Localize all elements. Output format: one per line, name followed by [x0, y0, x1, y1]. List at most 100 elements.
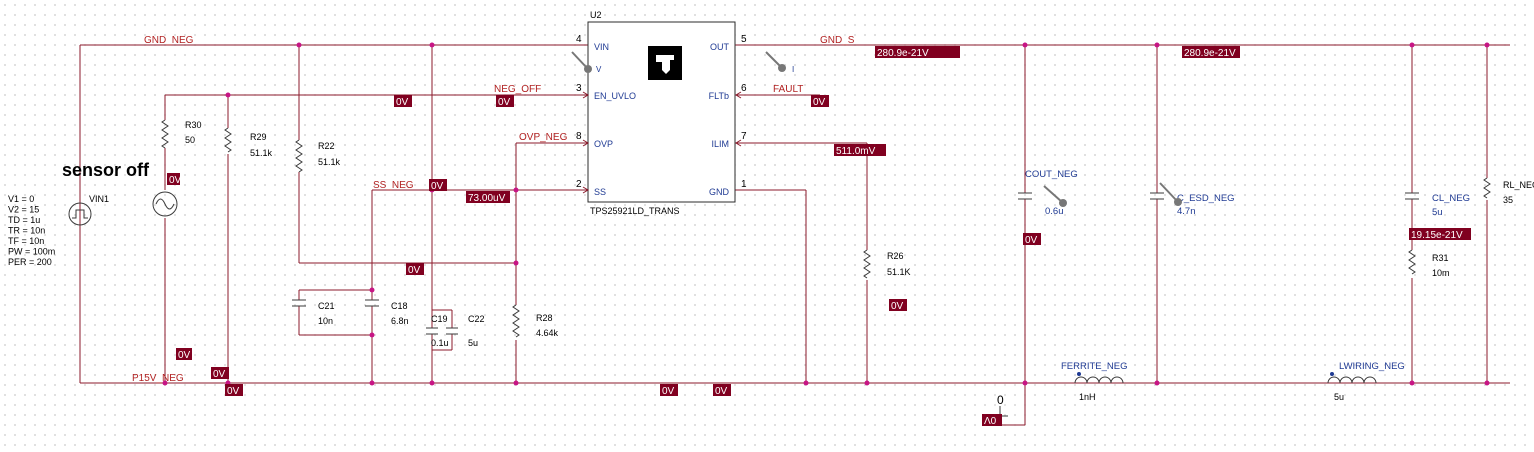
junction [429, 380, 435, 386]
r22-ref: R22 [318, 141, 335, 151]
probe-bottom-a[interactable]: 0V [713, 384, 731, 397]
junction [1484, 380, 1490, 386]
probe-value: 0V [715, 386, 728, 397]
rl-value: 35 [1503, 195, 1513, 205]
inductors[interactable] [1074, 372, 1377, 384]
junction [513, 260, 519, 266]
probe-box [875, 46, 960, 58]
probe-ilim[interactable]: 511.0mV [834, 144, 886, 157]
ferrite-dot [1077, 372, 1081, 376]
probe-value: 19.15e-21V [1411, 230, 1463, 241]
markers[interactable]: V I [571, 51, 1182, 207]
pin-ss-arrow [582, 186, 589, 194]
probe-bottom-a[interactable]: 0V [225, 384, 243, 397]
probe-mid[interactable]: 0V [406, 263, 424, 276]
r30-symbol [161, 119, 169, 149]
ic-u2[interactable]: U2 TPS25921LD_TRANS VIN EN_UVLO OVP SS O… [576, 10, 747, 216]
junction [864, 380, 870, 386]
probe-neg-off[interactable]: 0V [496, 95, 514, 108]
net-ss-neg: SS_NEG [373, 180, 414, 191]
wires [79, 44, 1510, 426]
cout-ref: COUT_NEG [1025, 169, 1078, 180]
probe-value: 0V [431, 181, 444, 192]
rl-ref: RL_NEG [1503, 180, 1534, 190]
probe-box [1409, 228, 1471, 240]
r22-symbol [295, 139, 303, 173]
pin-ilim-arrow [735, 139, 742, 147]
pin-vin-num: 4 [576, 34, 582, 45]
r31-symbol [1408, 249, 1416, 275]
probe-box [1023, 233, 1041, 245]
capacitors[interactable] [292, 192, 1419, 335]
vin1-symbol [68, 202, 92, 226]
probe-r30[interactable]: 0V [167, 173, 182, 186]
probe-r26[interactable]: 0V [889, 299, 907, 312]
probe-value: 0V [813, 97, 826, 108]
c18-value: 6.8n [391, 316, 409, 326]
sine-source-symbol [152, 191, 178, 217]
pin-out-num: 5 [741, 34, 747, 45]
probe-ss-left[interactable]: 0V [429, 179, 447, 192]
i-marker-cesd-icon [1174, 198, 1182, 206]
probe-box [496, 95, 514, 107]
resistors[interactable] [161, 119, 1491, 338]
probe-box [167, 173, 180, 185]
probe-ss[interactable]: 73.00uV [466, 191, 510, 204]
junction [513, 187, 519, 193]
source-sine[interactable] [152, 191, 178, 217]
probe-out[interactable]: 280.9e-21V [875, 46, 960, 59]
probe-r31[interactable]: 19.15e-21V [1409, 228, 1471, 241]
c18-ref: C18 [391, 301, 408, 311]
pin-fltb-arrow [735, 91, 742, 99]
cl-ref: CL_NEG [1432, 193, 1470, 204]
net-p15v-neg: P15V_NEG [132, 373, 184, 384]
junction [803, 380, 809, 386]
i-marker-out-stem [765, 51, 782, 68]
pulse-icon [72, 209, 88, 219]
rl-symbol [1483, 177, 1491, 199]
probe-value: 73.00uV [468, 193, 506, 204]
pin-vin-label: VIN [594, 42, 609, 52]
probe-bottom-b[interactable]: 0V [660, 384, 678, 397]
r26-ref: R26 [887, 251, 904, 261]
c22-ref: C22 [468, 314, 485, 324]
gnd-label: 0 [997, 393, 1004, 407]
probe-value: 0V [396, 97, 409, 108]
net-labels: GND_NEG GND_S NEG_OFF FAULT OVP_NEG SS_N… [132, 35, 855, 384]
r22-value: 51.1k [318, 157, 341, 167]
probe-value: 0V [213, 369, 226, 380]
probe-gnd-box[interactable]: Λ0 [982, 414, 1002, 427]
probe-box [406, 263, 424, 275]
probe-bottom-left[interactable]: 0V [211, 367, 229, 380]
i-marker-cesd-stem [1159, 182, 1178, 202]
ground-symbol: 0 [992, 393, 1008, 417]
probe-box [713, 384, 731, 396]
ferrite-symbol [1074, 376, 1124, 384]
probe-box [811, 95, 829, 107]
net-ovp-neg: OVP_NEG [519, 132, 568, 143]
probe-value: 0V [227, 386, 240, 397]
sine-icon [155, 198, 175, 210]
probe-fault[interactable]: 0V [811, 95, 829, 108]
lwiring-symbol [1327, 376, 1377, 384]
c19-ref: C19 [431, 314, 448, 324]
probe-out-ghost[interactable]: 280.9e-21V [1182, 46, 1240, 59]
probe-box [660, 384, 678, 396]
pin-fltb-num: 6 [741, 83, 747, 94]
junction [429, 42, 435, 48]
r30-value: 50 [185, 135, 195, 145]
junction [1154, 380, 1160, 386]
junction [369, 287, 375, 293]
probe-box [466, 191, 510, 203]
pin-en-num: 3 [576, 83, 582, 94]
probe-p15v[interactable]: 0V [176, 348, 192, 361]
probe-en[interactable]: 0V [394, 95, 412, 108]
probe-cout[interactable]: 0V [1023, 233, 1041, 246]
pin-en-arrow [582, 91, 589, 99]
pin-ovp-label: OVP [594, 139, 613, 149]
junctions [162, 42, 1490, 386]
